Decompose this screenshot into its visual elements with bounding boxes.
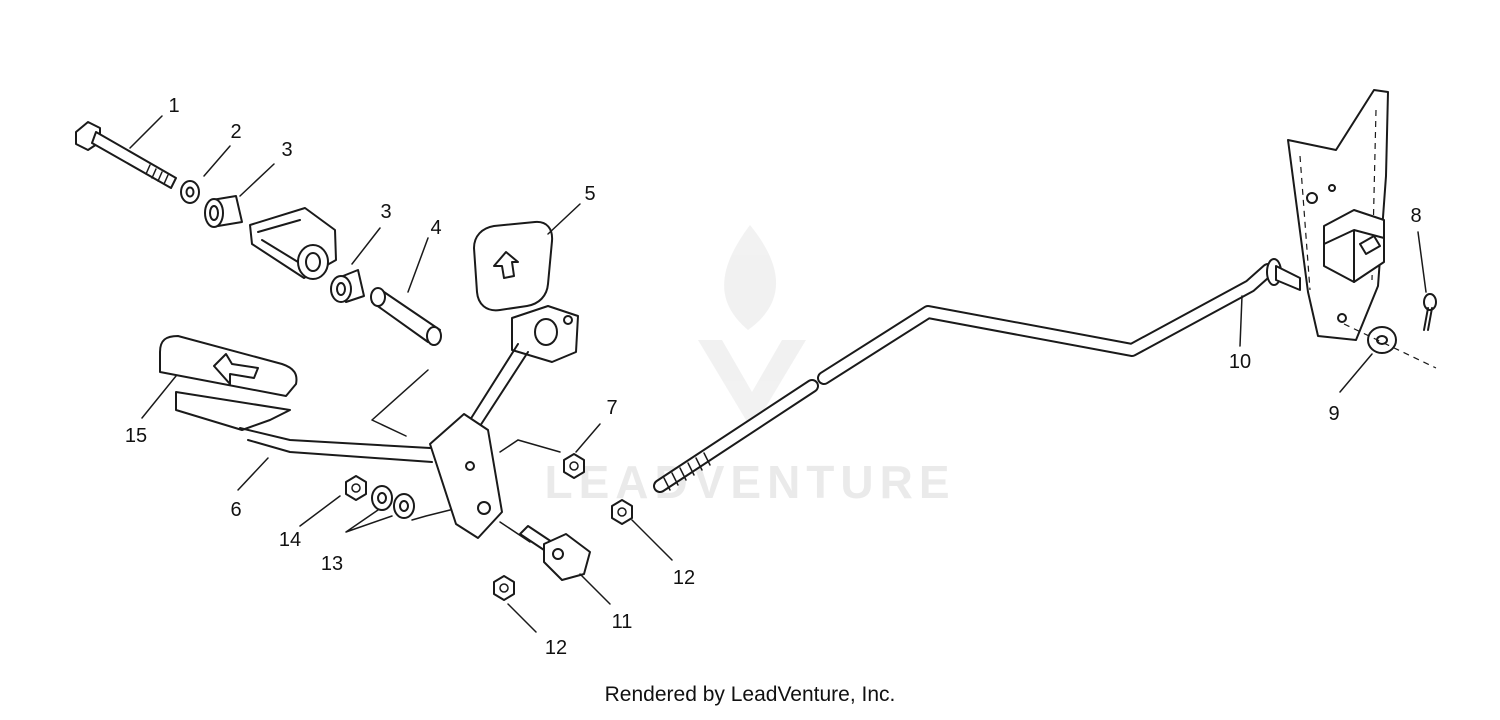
callout-14: 14 <box>279 529 301 551</box>
part-5-pedal-pad[interactable] <box>473 220 554 312</box>
part-8-cotter-pin[interactable] <box>1423 293 1437 331</box>
callout-12b: 12 <box>545 637 567 659</box>
callout-4: 4 <box>430 217 441 239</box>
part-2-washer[interactable] <box>180 180 200 204</box>
callout-1: 1 <box>168 95 179 117</box>
callout-11: 11 <box>612 611 633 633</box>
callout-10: 10 <box>1229 351 1251 373</box>
part-13-washers[interactable] <box>371 485 415 519</box>
part-12-nut-lower[interactable] <box>493 575 515 601</box>
part-10-rod[interactable] <box>653 258 1301 493</box>
part-3-bushing[interactable] <box>204 195 243 228</box>
watermark-logo <box>698 225 806 430</box>
callout-2: 2 <box>230 121 241 143</box>
callout-3b: 3 <box>380 201 391 223</box>
watermark-text: LEADVENTURE <box>544 456 955 508</box>
callout-15: 15 <box>125 425 147 447</box>
part-14-nut[interactable] <box>345 475 367 501</box>
callout-8: 8 <box>1410 205 1421 227</box>
callout-7: 7 <box>606 397 617 419</box>
callout-3: 3 <box>281 139 292 161</box>
callout-9: 9 <box>1328 403 1339 425</box>
leader-lines <box>129 115 1427 633</box>
callout-13: 13 <box>321 553 343 575</box>
callout-6: 6 <box>230 499 241 521</box>
part-3-bushing-right[interactable] <box>330 269 365 303</box>
callout-5: 5 <box>584 183 595 205</box>
footer-credit: Rendered by LeadVenture, Inc. <box>604 683 896 706</box>
part-1-bolt[interactable] <box>75 121 177 189</box>
callout-12: 12 <box>673 567 695 589</box>
part-12-nut-upper[interactable] <box>611 499 633 525</box>
pivot-housing[interactable] <box>249 207 337 280</box>
assembly-guide-line <box>371 369 561 543</box>
part-7-nut[interactable] <box>563 453 585 479</box>
part-6-pedal-arm[interactable] <box>239 413 503 539</box>
part-4-spacer[interactable] <box>370 287 442 346</box>
part-9-washer[interactable] <box>1343 323 1437 369</box>
part-11-swivel[interactable] <box>519 525 591 581</box>
mounting-bracket[interactable] <box>1287 89 1389 341</box>
part-15-pedal-pad[interactable] <box>159 335 298 431</box>
